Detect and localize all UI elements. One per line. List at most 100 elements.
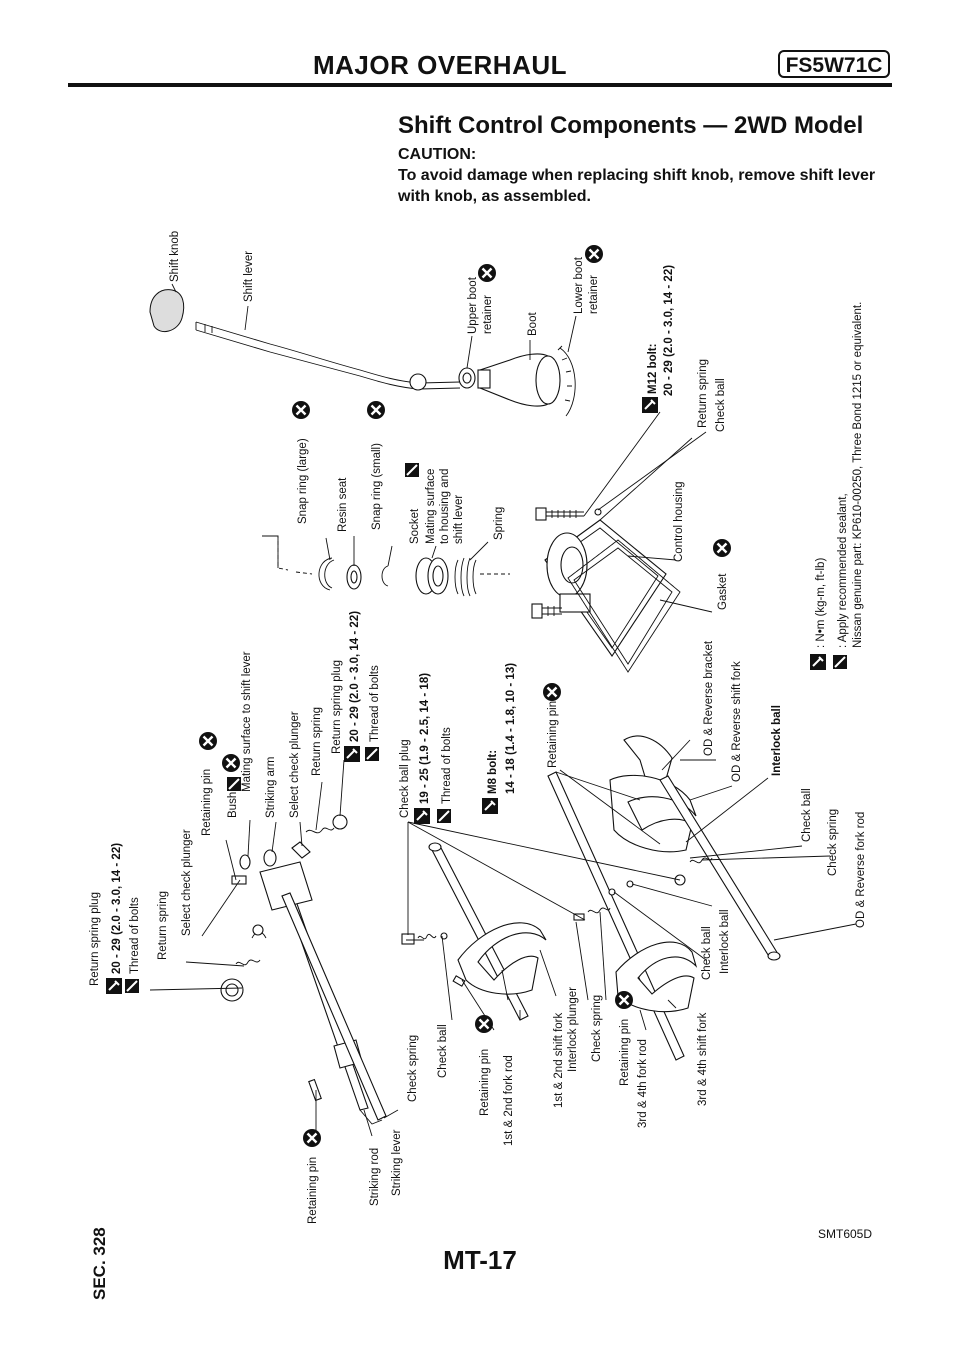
return-spring-part — [235, 959, 261, 966]
label-return-spring-plug: Return spring plug — [89, 892, 101, 986]
label-mating-2: to housing and — [439, 469, 451, 544]
select-check-plunger-part — [231, 875, 267, 939]
replace-icon — [583, 243, 605, 265]
label-striking-lever: Striking lever — [391, 1129, 403, 1196]
od-reverse-fork-rod — [659, 775, 781, 961]
caution-block: CAUTION: To avoid damage when replacing … — [398, 144, 898, 207]
label-shift-lever: Shift lever — [243, 251, 255, 302]
label-retaining-pin-1: Retaining pin — [201, 769, 213, 836]
label-interlock-plunger: Interlock plunger — [567, 987, 579, 1072]
label-spring: Spring — [493, 507, 505, 540]
control-housing — [544, 519, 667, 657]
caution-text: To avoid damage when replacing shift kno… — [398, 167, 876, 205]
label-lower-boot-retainer-1: Lower boot — [573, 256, 585, 314]
label-retaining-pin-bl: Retaining pin — [307, 1157, 319, 1224]
sealant-icon — [364, 746, 380, 762]
header-divider — [68, 83, 892, 87]
label-retaining-pin-3: Retaining pin — [479, 1049, 491, 1116]
label-od-rev-rod: OD & Reverse fork rod — [855, 812, 867, 928]
label-fork-12: 1st & 2nd shift fork — [553, 1013, 565, 1108]
label-return-spring-2: Return spring — [311, 707, 323, 776]
replace-icon — [220, 752, 242, 774]
label-check-ball-1: Check ball — [437, 1024, 449, 1078]
label-m8-torque: 14 - 18 (1.4 - 1.8, 10 - 13) — [505, 663, 517, 794]
label-thread-of-bolts-3: Thread of bolts — [441, 727, 453, 804]
check-spring-2-part — [573, 907, 611, 921]
socket — [415, 557, 449, 595]
replace-icon — [613, 989, 635, 1011]
page-number: MT-17 — [443, 1245, 517, 1275]
snap-ring-large — [318, 557, 335, 591]
replace-icon — [197, 730, 219, 752]
replace-icon — [301, 1127, 323, 1149]
label-thread-of-bolts-2: Thread of bolts — [369, 665, 381, 742]
label-mating-shift: Mating surface to shift lever — [241, 651, 253, 792]
sealant-icon — [124, 978, 140, 994]
label-snap-ring-large: Snap ring (large) — [297, 438, 309, 524]
snap-ring-small — [381, 565, 389, 587]
figure-id: SMT605D — [818, 1227, 873, 1241]
return-spring-2-part — [305, 814, 348, 834]
bushing-part — [239, 849, 277, 870]
caution-label: CAUTION: — [398, 146, 477, 163]
torque-wrench-icon — [105, 977, 123, 995]
sealant-icon — [404, 462, 420, 478]
label-gasket: Gasket — [717, 573, 729, 610]
torque-wrench-icon — [413, 807, 431, 825]
replace-icon — [711, 537, 733, 559]
label-m8-bolt: M8 bolt: — [487, 750, 499, 794]
label-cbp-torque: 19 - 25 (1.9 - 2.5, 14 - 18) — [419, 673, 431, 804]
label-rsp-torque: 20 - 29 (2.0 - 3.0, 14 - 22) — [111, 843, 123, 974]
label-striking-arm: Striking arm — [265, 757, 277, 818]
fork-3rd-4th — [615, 941, 698, 1013]
striking-arm-part — [291, 841, 311, 859]
label-lower-boot-retainer-2: retainer — [588, 275, 600, 314]
lower-boot-retainer — [557, 345, 576, 417]
replace-icon — [476, 262, 498, 284]
label-m12-bolt: M12 bolt: — [647, 344, 659, 394]
label-thread-of-bolts: Thread of bolts — [129, 897, 141, 974]
page-header-title: MAJOR OVERHAUL — [312, 50, 567, 80]
replace-icon — [541, 681, 563, 703]
legend-torque: : N•m (kg-m, ft-lb) — [815, 558, 827, 648]
check-ball-plug-part — [401, 932, 448, 945]
label-control-housing: Control housing — [673, 481, 685, 562]
label-select-check-plunger-l: Select check plunger — [181, 829, 193, 936]
return-spring-plug-part — [220, 978, 244, 1002]
shift-knob — [149, 289, 185, 333]
sealant-icon — [226, 776, 242, 792]
label-snap-ring-small: Snap ring (small) — [371, 443, 383, 530]
label-check-ball-plug: Check ball plug — [399, 739, 411, 818]
torque-wrench-icon — [641, 396, 659, 414]
spring — [454, 557, 477, 597]
label-retaining-pin-2: Retaining pin — [547, 701, 559, 768]
torque-wrench-icon — [343, 745, 361, 763]
label-rsp2-torque: 20 - 29 (2.0 - 3.0, 14 - 22) — [349, 611, 361, 742]
legend-sealant: : Apply recommended sealant, — [837, 493, 849, 648]
label-interlock-ball-1: Interlock ball — [771, 705, 783, 776]
label-check-ball-r: Check ball — [715, 378, 727, 432]
label-od-rev-fork: OD & Reverse shift fork — [731, 661, 743, 782]
label-striking-rod: Striking rod — [369, 1148, 381, 1206]
m12-bolt — [535, 507, 602, 521]
retaining-pin-left — [308, 1078, 322, 1102]
label-m12-torque: 20 - 29 (2.0 - 3.0, 14 - 22) — [663, 265, 675, 396]
gasket — [567, 539, 681, 673]
label-resin-seat: Resin seat — [337, 477, 349, 532]
label-check-spring-3: Check spring — [827, 809, 839, 876]
label-od-rev-bracket: OD & Reverse bracket — [703, 640, 715, 756]
sealant-icon — [832, 654, 848, 670]
label-boot: Boot — [527, 312, 539, 336]
label-fork-34: 3rd & 4th shift fork — [697, 1012, 709, 1106]
leader-lines — [149, 283, 857, 1140]
label-check-ball-3: Check ball — [801, 788, 813, 842]
label-upper-boot-retainer-2: retainer — [482, 295, 494, 334]
replace-icon — [290, 399, 312, 421]
upper-boot-retainer — [458, 367, 476, 389]
label-mating-1: Mating surface — [425, 469, 437, 544]
label-retaining-pin-4: Retaining pin — [619, 1019, 631, 1086]
torque-wrench-icon — [481, 797, 499, 815]
label-return-spring-plug-2: Return spring plug — [331, 660, 343, 754]
label-mating-3: shift lever — [453, 495, 465, 544]
label-check-ball-2: Check ball — [701, 926, 713, 980]
